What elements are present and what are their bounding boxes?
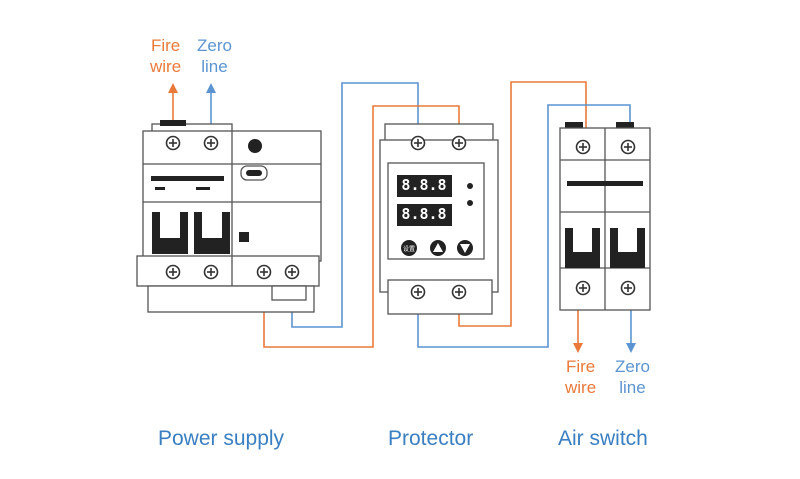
wires bbox=[168, 81, 636, 353]
zero-wire-protector-to-switch bbox=[417, 104, 631, 348]
screw-icon bbox=[410, 284, 426, 300]
output-fire-label-line1: Fire bbox=[565, 357, 596, 376]
input-fire-label: Fire wire bbox=[150, 35, 181, 77]
air-switch-device bbox=[559, 122, 651, 311]
display-top: 8.8.8 bbox=[401, 176, 446, 194]
output-fire-label: Fire wire bbox=[565, 356, 596, 398]
caption-power-supply: Power supply bbox=[158, 427, 285, 450]
screw-icon bbox=[620, 280, 636, 296]
screw-icon bbox=[203, 135, 219, 151]
input-zero-label-line2: line bbox=[201, 57, 228, 76]
display-bottom: 8.8.8 bbox=[401, 205, 446, 223]
output-zero-label-line1: Zero bbox=[615, 357, 650, 376]
screw-icon bbox=[410, 135, 426, 151]
screw-icon bbox=[575, 139, 591, 155]
screw-icon bbox=[165, 264, 181, 280]
set-button-label: 设置 bbox=[403, 245, 415, 253]
zero-wire-power-to-protector bbox=[291, 82, 419, 328]
screw-icon bbox=[165, 135, 181, 151]
screw-icon bbox=[451, 284, 467, 300]
screw-icon bbox=[256, 264, 272, 280]
output-zero-label-line2: line bbox=[619, 378, 646, 397]
fire-wire-protector-to-switch bbox=[458, 81, 587, 327]
output-fire-label-line2: wire bbox=[565, 378, 597, 397]
screw-icon bbox=[203, 264, 219, 280]
input-fire-label-line1: Fire bbox=[150, 36, 181, 55]
input-fire-label-line2: wire bbox=[150, 57, 182, 76]
output-zero-label: Zero line bbox=[615, 356, 650, 398]
screw-icon bbox=[284, 264, 300, 280]
input-zero-label-line1: Zero bbox=[197, 36, 232, 55]
protector-device bbox=[379, 123, 499, 315]
screw-icon bbox=[575, 280, 591, 296]
caption-protector: Protector bbox=[388, 427, 474, 450]
power-supply-device bbox=[136, 120, 322, 313]
fire-wire-power-to-protector bbox=[263, 105, 460, 348]
screw-icon bbox=[451, 135, 467, 151]
input-zero-label: Zero line bbox=[197, 35, 232, 77]
caption-air-switch: Air switch bbox=[558, 427, 648, 450]
screw-icon bbox=[620, 139, 636, 155]
